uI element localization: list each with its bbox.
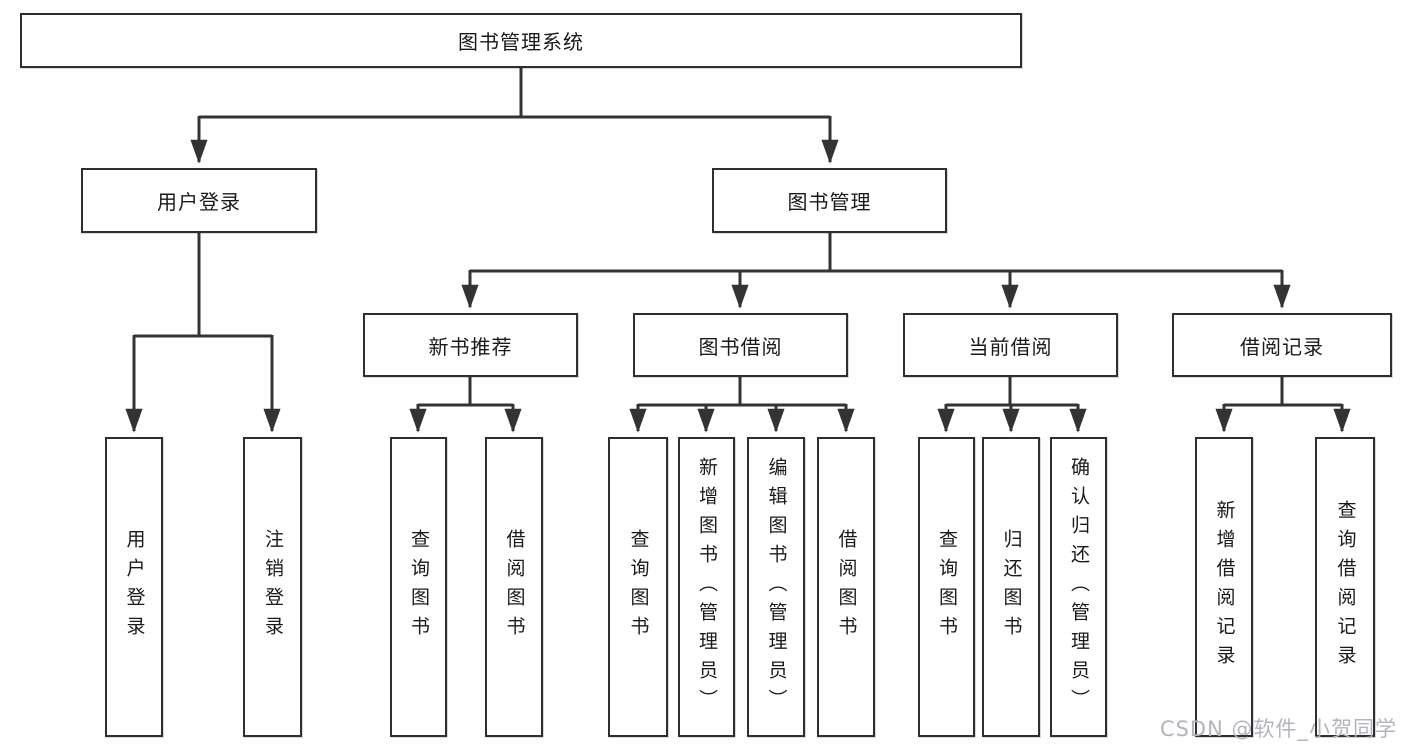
leaf-label: 注销登录 — [262, 529, 284, 645]
node-book-borrowing: 图书借阅 — [633, 313, 848, 377]
leaf-label: 借阅图书 — [503, 529, 526, 645]
leaf-label: 归还图书 — [1000, 529, 1023, 645]
connector-login-to-leaves — [125, 233, 281, 433]
connector-newbook-to-leaves — [409, 377, 522, 433]
leaf-logout: 注销登录 — [243, 437, 302, 737]
leaf-label: 查询图书 — [936, 529, 958, 645]
leaf-borrow-books: 借阅图书 — [817, 437, 875, 737]
connector-borrow-to-leaves — [629, 377, 855, 433]
leaf-label: 借阅图书 — [835, 529, 858, 645]
leaf-label: 确认归还（管理员） — [1068, 456, 1090, 718]
leaf-add-books-admin: 新增图书（管理员） — [678, 437, 735, 737]
leaf-edit-books-admin: 编辑图书（管理员） — [747, 437, 805, 737]
leaf-add-borrow-record: 新增借阅记录 — [1195, 437, 1253, 737]
leaf-label: 新增借阅记录 — [1213, 500, 1236, 674]
leaf-return-books: 归还图书 — [982, 437, 1040, 737]
node-book-management: 图书管理 — [712, 168, 947, 233]
leaf-label: 查询借阅记录 — [1334, 500, 1357, 674]
node-new-book-recommend: 新书推荐 — [363, 313, 578, 377]
connector-current-to-leaves — [937, 377, 1087, 433]
leaf-query-books-borrow: 查询图书 — [608, 437, 668, 737]
leaf-query-books-recommend: 查询图书 — [390, 437, 447, 737]
node-borrowing-records: 借阅记录 — [1172, 313, 1392, 377]
leaf-confirm-return-admin: 确认归还（管理员） — [1050, 437, 1107, 737]
connector-root-to-level2 — [190, 68, 839, 164]
leaf-borrow-books-recommend: 借阅图书 — [485, 437, 543, 737]
node-user-login: 用户登录 — [81, 168, 317, 233]
connector-records-to-leaves — [1215, 377, 1351, 433]
node-library-system: 图书管理系统 — [20, 13, 1022, 68]
leaf-user-login: 用户登录 — [105, 437, 163, 737]
leaf-label: 用户登录 — [123, 529, 146, 645]
watermark: CSDN @软件_小贺同学 — [1159, 717, 1397, 741]
leaf-label: 编辑图书（管理员） — [765, 456, 788, 718]
leaf-label: 查询图书 — [408, 529, 430, 645]
leaf-label: 新增图书（管理员） — [696, 456, 718, 718]
leaf-query-borrow-record: 查询借阅记录 — [1315, 437, 1375, 737]
leaf-label: 查询图书 — [627, 529, 650, 645]
node-current-borrowing: 当前借阅 — [903, 313, 1118, 377]
leaf-query-books-current: 查询图书 — [918, 437, 975, 737]
connector-mgmt-to-level3 — [461, 233, 1291, 309]
